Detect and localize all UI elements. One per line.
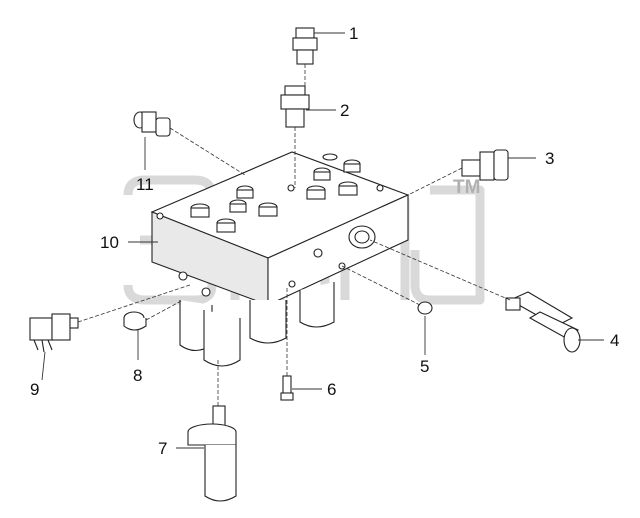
callout-10: 10 [100,233,119,252]
leader-lines [41,32,604,449]
callout-5: 5 [420,357,429,376]
cap-8 [123,311,147,331]
watermark-tm: TM [453,177,480,198]
callout-8: 8 [133,366,142,385]
callout-2: 2 [340,101,349,120]
plug-5 [417,301,433,315]
callout-1: 1 [349,24,358,43]
callout-4: 4 [610,331,619,350]
callout-3: 3 [545,149,554,168]
valve-block [150,151,410,367]
callout-9: 9 [30,380,39,399]
switch-4 [505,291,581,353]
connector-9 [29,313,79,353]
solenoid-7 [187,405,237,502]
fitting-1 [292,27,318,65]
sensor-11 [133,111,171,137]
callout-11: 11 [136,175,154,194]
sensor-3 [461,149,509,181]
callout-6: 6 [327,380,336,399]
fitting-2 [280,85,310,128]
bolt-6 [280,375,294,401]
callout-7: 7 [158,439,167,458]
callout-labels: 1 2 3 4 5 6 7 8 9 10 11 [30,24,619,458]
